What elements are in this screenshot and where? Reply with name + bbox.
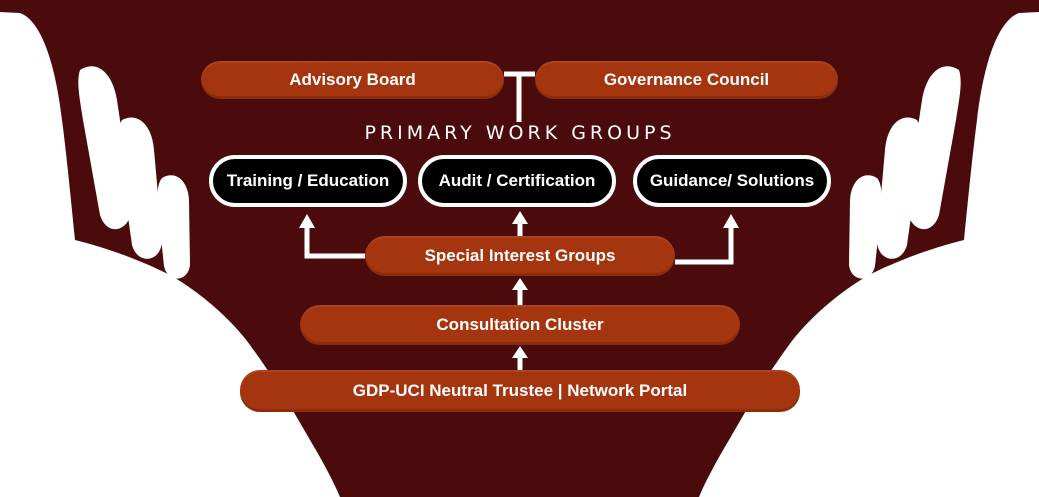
arrowhead-icon: [299, 214, 315, 228]
consultation-cluster-box: Consultation Cluster: [300, 305, 740, 345]
arrowhead-icon: [512, 346, 528, 358]
primary-work-groups-heading: PRIMARY WORK GROUPS: [364, 122, 676, 144]
arrowhead-icon: [512, 278, 528, 290]
training-education-label: Training / Education: [226, 171, 390, 190]
arrowhead-icon: [723, 214, 739, 228]
right-finger-icon: [906, 66, 961, 230]
governance-council-box: Governance Council: [535, 61, 838, 99]
guidance-solutions-label: Guidance/ Solutions: [649, 171, 815, 190]
neutral-trustee-portal-label: GDP-UCI Neutral Trustee | Network Portal: [352, 381, 688, 400]
right-finger-icon: [877, 117, 921, 259]
left-finger-icon: [118, 117, 162, 259]
left-finger-icon: [78, 66, 133, 230]
audit-certification-box: Audit / Certification: [418, 155, 616, 207]
governance-council-label: Governance Council: [603, 70, 770, 89]
audit-certification-label: Audit / Certification: [438, 171, 596, 190]
arrowhead-icon: [512, 211, 528, 224]
special-interest-groups-box: Special Interest Groups: [365, 236, 675, 276]
arrow-sig-to-guidance: [675, 226, 734, 265]
advisory-board-label: Advisory Board: [289, 70, 416, 89]
right-finger-icon: [849, 175, 882, 279]
guidance-solutions-box: Guidance/ Solutions: [633, 155, 831, 207]
neutral-trustee-portal-box: GDP-UCI Neutral Trustee | Network Portal: [240, 370, 800, 412]
advisory-board-box: Advisory Board: [201, 61, 504, 99]
consultation-cluster-label: Consultation Cluster: [436, 315, 604, 334]
left-finger-icon: [157, 175, 190, 279]
special-interest-groups-label: Special Interest Groups: [424, 246, 616, 265]
arrow-sig-to-training: [304, 226, 365, 259]
training-education-box: Training / Education: [209, 155, 407, 207]
